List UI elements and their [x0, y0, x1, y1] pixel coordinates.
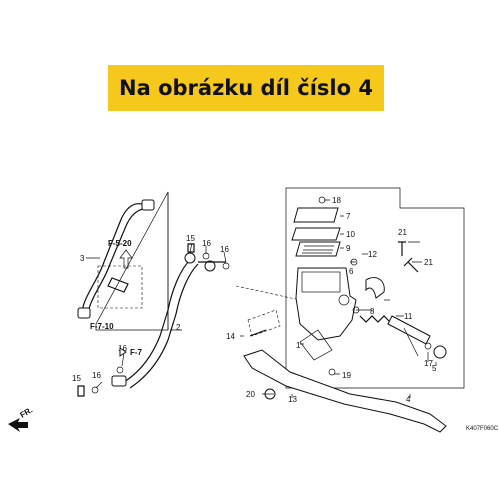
diaphragm-ribs	[302, 245, 334, 254]
callout-15-left: 15	[72, 374, 81, 383]
reference-arrow-f7	[119, 347, 127, 357]
callout-16-top: 16	[202, 239, 211, 248]
reference-f-7-10: F-7-10	[90, 322, 114, 331]
reference-f-5-20: F-5-20	[108, 239, 132, 248]
callout-16-mid: 16	[118, 344, 127, 353]
callout-18: 18	[332, 196, 341, 205]
callout-10: 10	[346, 230, 355, 239]
callout-3: 3	[80, 254, 85, 263]
piston-spring	[359, 315, 391, 323]
holder-12	[365, 277, 385, 299]
leader-lines	[86, 199, 437, 398]
washer-16-left	[91, 386, 99, 394]
hose-clamp	[107, 277, 129, 293]
assembly-4-frame	[285, 187, 465, 389]
callout-4: 4	[406, 395, 411, 404]
brake-lever-13	[243, 349, 447, 433]
boot-5	[433, 345, 447, 359]
brake-hose-2-outline	[129, 263, 199, 389]
callout-12: 12	[368, 250, 377, 259]
callout-16-left: 16	[92, 371, 101, 380]
callout-9: 9	[346, 244, 351, 253]
lever-pivot-area	[299, 329, 333, 361]
callout-21-lower: 21	[424, 258, 433, 267]
bolt-14	[249, 329, 267, 337]
reservoir-cap-7	[293, 207, 339, 223]
washer-16-right	[222, 262, 230, 270]
washer-16-mid	[116, 366, 124, 374]
hose-banjo-connector	[204, 260, 216, 272]
hose-end-fitting-bottom	[77, 307, 91, 319]
brake-hose-2	[123, 259, 191, 383]
front-direction-label: FR.	[19, 405, 35, 419]
push-rod	[403, 327, 419, 357]
reference-f-7: F-7	[130, 348, 143, 357]
front-direction-arrow-icon	[8, 418, 28, 432]
nut-19	[328, 368, 336, 376]
callout-15-top: 15	[186, 234, 195, 243]
callout-11: 11	[404, 312, 413, 321]
bolt-21-lower	[403, 257, 419, 273]
bolt-21-upper	[398, 241, 406, 256]
brake-hose-3	[81, 203, 147, 313]
callout-20: 20	[246, 390, 255, 399]
callout-8: 8	[370, 307, 375, 316]
diaphragm-9	[295, 241, 341, 257]
banjo-bolt-15-left	[77, 385, 85, 397]
hose-banjo-top	[184, 252, 196, 264]
reservoir-window	[301, 271, 341, 293]
banner-text: Na obrázku díl číslo 4	[119, 76, 373, 100]
reference-arrow-up	[119, 249, 133, 269]
callout-5: 5	[432, 364, 437, 373]
diagram-code: K407F060C	[466, 426, 499, 432]
body-port	[338, 294, 350, 306]
callout-2: 2	[176, 323, 181, 332]
callout-7: 7	[346, 212, 351, 221]
hose-end-fitting	[141, 199, 155, 211]
callout-6: 6	[349, 267, 354, 276]
detail-dashed-box	[97, 265, 143, 309]
callout-1: 1	[296, 341, 301, 350]
callout-19: 19	[342, 371, 351, 380]
hose-lower-fitting	[111, 375, 127, 387]
brake-hose-3-outline	[87, 208, 153, 315]
callout-14: 14	[226, 332, 235, 341]
callout-21-upper: 21	[398, 228, 407, 237]
snap-ring-17	[424, 342, 432, 350]
part-number-banner: Na obrázku díl číslo 4	[108, 65, 384, 111]
callout-17: 17	[424, 359, 433, 368]
callout-16-right: 16	[220, 245, 229, 254]
inset-frame	[95, 191, 169, 331]
switch-14-area	[247, 309, 281, 337]
assembly-leader	[235, 285, 301, 301]
diaphragm-plate-10	[291, 227, 341, 241]
master-cylinder-body	[295, 267, 357, 341]
callout-13: 13	[288, 395, 297, 404]
